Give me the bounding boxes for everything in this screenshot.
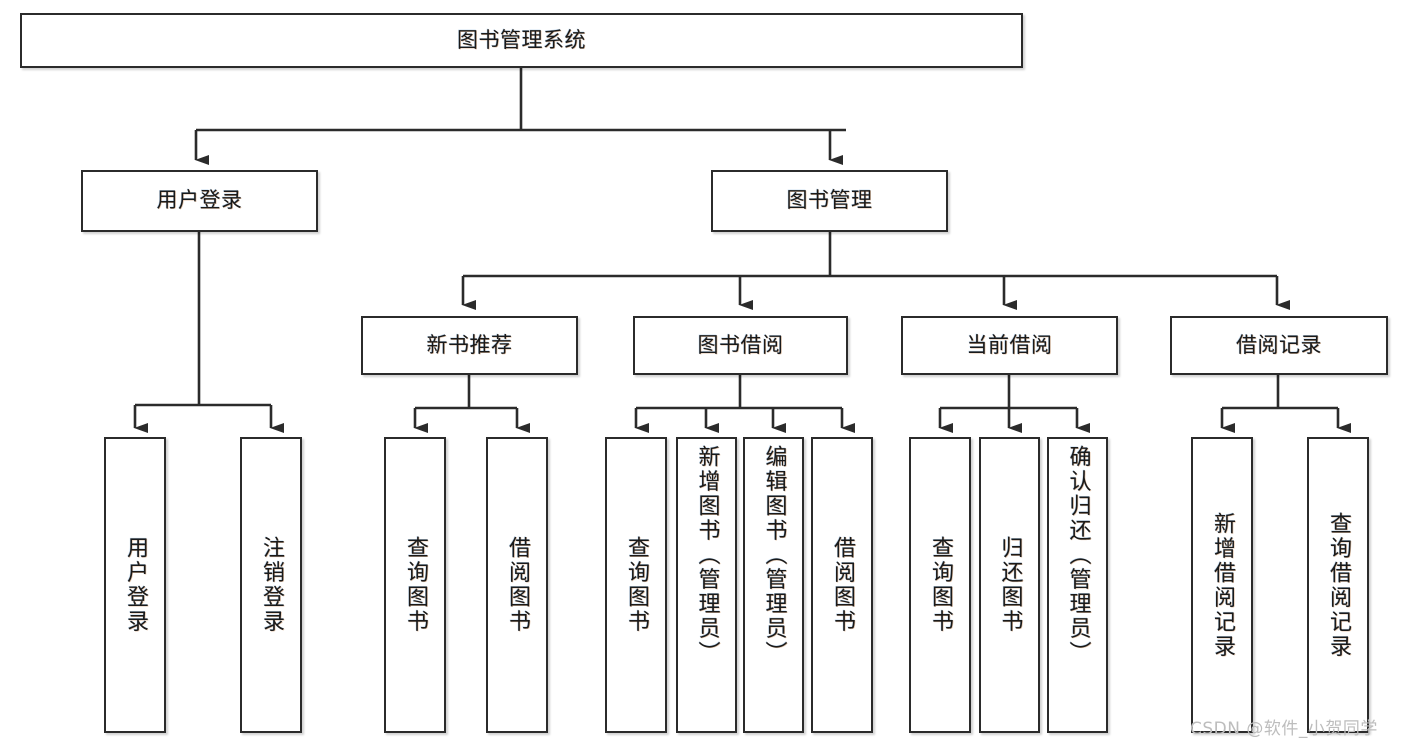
- node-borrow-record[interactable]: 借阅记录: [1170, 316, 1388, 375]
- leaf-bookborrow-borrow-book-label: 借阅图书: [830, 536, 855, 634]
- leaf-currentborrow-return-book[interactable]: 归还图书: [979, 437, 1040, 733]
- node-book-borrow[interactable]: 图书借阅: [633, 316, 848, 375]
- leaf-user-login-login-label: 用户登录: [123, 536, 148, 634]
- leaf-bookborrow-query-book-label: 查询图书: [624, 536, 649, 634]
- leaf-user-login-login[interactable]: 用户登录: [104, 437, 166, 733]
- leaf-bookborrow-add-book-label: 新增图书（管理员）: [694, 445, 720, 666]
- leaf-newbook-query-book[interactable]: 查询图书: [384, 437, 446, 733]
- leaf-currentborrow-query-book-label: 查询图书: [928, 536, 953, 634]
- leaf-borrowrecord-query-record-label: 查询借阅记录: [1326, 511, 1351, 659]
- node-new-book-recommend-label: 新书推荐: [426, 332, 513, 357]
- node-root-label: 图书管理系统: [457, 27, 586, 52]
- leaf-currentborrow-confirm-return[interactable]: 确认归还（管理员）: [1047, 437, 1108, 733]
- node-book-manage[interactable]: 图书管理: [711, 170, 948, 232]
- leaf-currentborrow-query-book[interactable]: 查询图书: [909, 437, 971, 733]
- node-user-login-label: 用户登录: [156, 188, 243, 213]
- node-current-borrow[interactable]: 当前借阅: [901, 316, 1118, 375]
- leaf-bookborrow-add-book[interactable]: 新增图书（管理员）: [676, 437, 737, 733]
- leaf-bookborrow-borrow-book[interactable]: 借阅图书: [811, 437, 873, 733]
- leaf-borrowrecord-query-record[interactable]: 查询借阅记录: [1307, 437, 1369, 733]
- node-root[interactable]: 图书管理系统: [20, 13, 1023, 68]
- leaf-newbook-borrow-book[interactable]: 借阅图书: [486, 437, 548, 733]
- leaf-borrowrecord-add-record-label: 新增借阅记录: [1210, 511, 1235, 659]
- leaf-newbook-query-book-label: 查询图书: [403, 536, 428, 634]
- leaf-user-login-logout-label: 注销登录: [259, 536, 284, 634]
- leaf-bookborrow-query-book[interactable]: 查询图书: [605, 437, 667, 733]
- node-current-borrow-label: 当前借阅: [966, 332, 1053, 357]
- leaf-user-login-logout[interactable]: 注销登录: [240, 437, 302, 733]
- node-book-manage-label: 图书管理: [786, 188, 873, 213]
- leaf-currentborrow-confirm-return-label: 确认归还（管理员）: [1065, 445, 1091, 666]
- node-borrow-record-label: 借阅记录: [1236, 332, 1322, 357]
- leaf-borrowrecord-add-record[interactable]: 新增借阅记录: [1191, 437, 1253, 733]
- leaf-currentborrow-return-book-label: 归还图书: [997, 536, 1023, 634]
- node-book-borrow-label: 图书借阅: [697, 332, 784, 357]
- leaf-newbook-borrow-book-label: 借阅图书: [505, 536, 530, 634]
- leaf-bookborrow-edit-book-label: 编辑图书（管理员）: [761, 445, 787, 666]
- leaf-bookborrow-edit-book[interactable]: 编辑图书（管理员）: [743, 437, 804, 733]
- node-new-book-recommend[interactable]: 新书推荐: [361, 316, 578, 375]
- node-user-login[interactable]: 用户登录: [81, 170, 318, 232]
